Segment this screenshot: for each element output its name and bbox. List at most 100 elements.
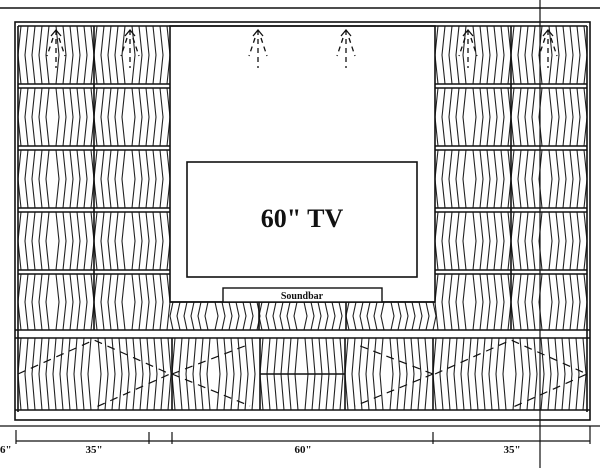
grain-line (55, 25, 60, 85)
grain-line (500, 149, 505, 209)
grain-line (531, 149, 536, 209)
grain-line (24, 25, 29, 85)
grain-line (152, 25, 157, 85)
grain-line (167, 337, 172, 411)
light-beam (336, 37, 344, 57)
grain-line (221, 301, 226, 331)
grain-line (448, 211, 453, 271)
grain-line (474, 337, 479, 411)
grain-line (139, 337, 144, 411)
dimension-line (0, 425, 600, 444)
grain-line (152, 273, 157, 331)
grain-line (486, 25, 491, 85)
grain-line (55, 211, 60, 271)
grain-line (548, 87, 553, 147)
grain-line (131, 87, 136, 147)
left-shelves (18, 26, 170, 330)
grain-line (76, 25, 81, 85)
grain-line (547, 337, 552, 411)
grain-line (448, 25, 453, 85)
grain-line (373, 301, 378, 331)
dimension-label-35-left: 35" (85, 444, 102, 456)
grain-line (379, 337, 384, 411)
grain-line (45, 337, 50, 411)
grain-line (69, 87, 74, 147)
grain-line (448, 87, 453, 147)
grain-line (83, 87, 88, 147)
grain-line (531, 25, 536, 85)
grain-line (512, 337, 517, 411)
grain-line (548, 25, 553, 85)
grain-line (293, 301, 298, 331)
grain-line (69, 25, 74, 85)
light-beam (260, 37, 268, 57)
grain-line (121, 25, 126, 85)
grain-line (486, 211, 491, 271)
grain-line (338, 301, 343, 331)
grain-line (131, 273, 136, 331)
grain-line (441, 211, 446, 271)
grain-line (441, 87, 446, 147)
grain-line (152, 211, 157, 271)
grain-line (185, 337, 190, 411)
grain-line (159, 87, 164, 147)
grain-line (31, 25, 36, 85)
light-beam (120, 37, 128, 57)
grain-line (324, 301, 329, 331)
grain-line (131, 149, 136, 209)
grain-line (462, 273, 467, 331)
grain-line (555, 87, 560, 147)
grain-line (24, 87, 29, 147)
grain-line (242, 301, 247, 331)
grain-line (453, 337, 458, 411)
grain-line (569, 149, 574, 209)
grain-line (45, 149, 50, 209)
grain-line (403, 337, 408, 411)
grain-line (69, 273, 74, 331)
light-beam (458, 37, 466, 57)
grain-line (555, 211, 560, 271)
grain-line (24, 273, 29, 331)
grain-line (190, 301, 195, 331)
grain-line (279, 301, 284, 331)
grain-line (455, 149, 460, 209)
grain-line (331, 301, 336, 331)
grain-line (97, 337, 102, 411)
grain-line (569, 273, 574, 331)
wood-grain-hatching (17, 25, 588, 411)
grain-line (153, 337, 158, 411)
grain-line (107, 149, 112, 209)
grain-line (228, 301, 233, 331)
grain-line (524, 25, 529, 85)
grain-line (138, 25, 143, 85)
grain-line (55, 87, 60, 147)
grain-line (62, 25, 67, 85)
grain-line (358, 337, 363, 411)
grain-line (479, 149, 484, 209)
grain-line (317, 301, 322, 331)
grain-line (576, 211, 581, 271)
grain-line (493, 87, 498, 147)
light-beam (46, 37, 54, 57)
grain-line (352, 301, 357, 331)
grain-line (486, 87, 491, 147)
grain-line (45, 273, 50, 331)
grain-line (31, 149, 36, 209)
grain-line (76, 273, 81, 331)
grain-line (24, 149, 29, 209)
grain-line (479, 273, 484, 331)
grain-line (531, 273, 536, 331)
grain-line (38, 25, 43, 85)
grain-line (138, 273, 143, 331)
grain-line (519, 337, 524, 411)
grain-line (59, 337, 64, 411)
grain-line (366, 301, 371, 331)
grain-line (76, 87, 81, 147)
grain-line (107, 87, 112, 147)
grain-line (114, 273, 119, 331)
grain-line (230, 337, 235, 411)
grain-line (62, 149, 67, 209)
tv: 60" TV (186, 161, 418, 278)
grain-line (118, 337, 123, 411)
grain-line (31, 211, 36, 271)
